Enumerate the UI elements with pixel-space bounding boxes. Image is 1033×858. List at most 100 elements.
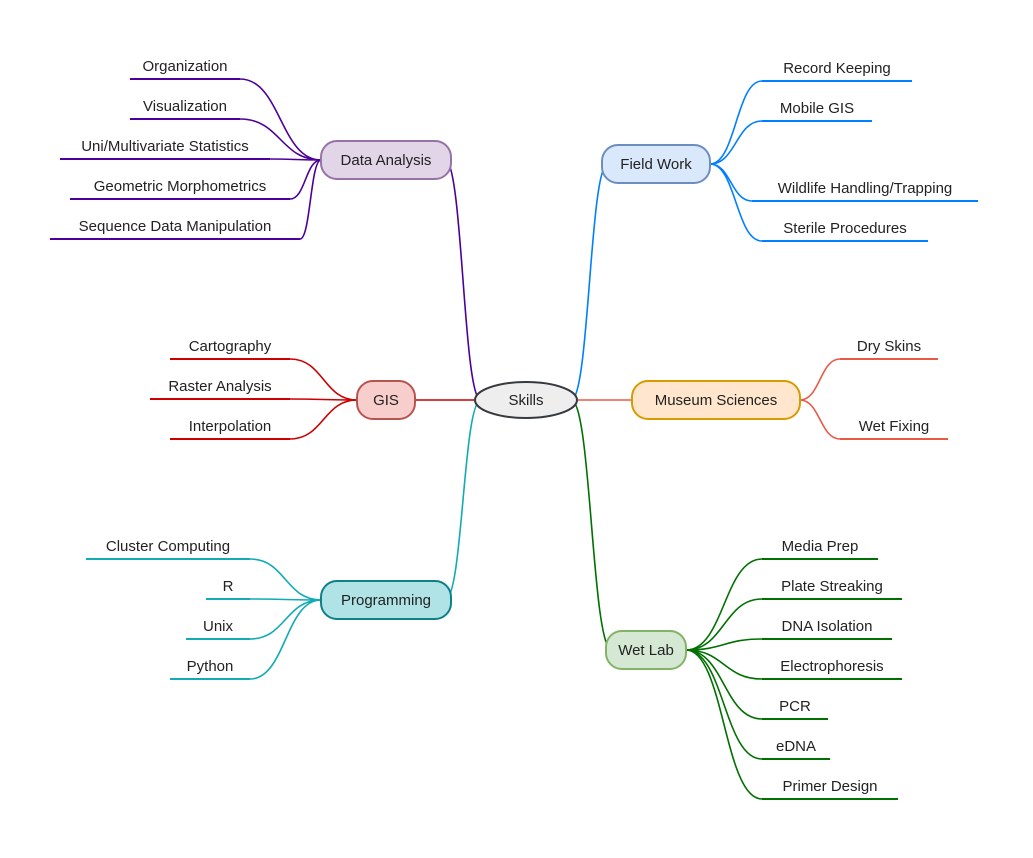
edge-programming-to-r [249, 598, 322, 601]
leaf-label: Cluster Computing [106, 538, 230, 555]
leaf-record-keeping[interactable]: Record Keeping [762, 60, 912, 82]
leaf-label: Visualization [143, 98, 227, 115]
node-museum-sciences[interactable]: Museum Sciences [631, 380, 801, 420]
leaf-label: PCR [779, 698, 811, 715]
node-shape [320, 580, 452, 620]
root-label: Skills [508, 392, 543, 409]
leaf-mobile-gis[interactable]: Mobile GIS [762, 100, 872, 122]
leaf-label: Unix [203, 618, 234, 635]
edge-wet-lab-to-electrophoresis [685, 649, 763, 680]
root-shape [474, 381, 578, 419]
leaf-geometric-morphometrics[interactable]: Geometric Morphometrics [70, 178, 290, 200]
node-shape [356, 380, 416, 420]
edge-data-analysis-to-sequence-data-manipulation [299, 159, 322, 240]
node-data-analysis[interactable]: Data Analysis [320, 140, 452, 180]
leaf-interpolation[interactable]: Interpolation [170, 418, 290, 440]
edge-wet-lab-to-pcr [685, 649, 763, 720]
leaf-dna-isolation[interactable]: DNA Isolation [762, 618, 892, 640]
node-label: Museum Sciences [655, 392, 778, 409]
leaf-label: Electrophoresis [780, 658, 883, 675]
leaf-label: Plate Streaking [781, 578, 883, 595]
leaf-uni-multivariate-statistics[interactable]: Uni/Multivariate Statistics [60, 138, 270, 160]
edge-skills-to-programming [444, 399, 482, 601]
leaf-label: Mobile GIS [780, 100, 854, 117]
leaf-label: Wildlife Handling/Trapping [778, 180, 953, 197]
edge-skills-to-wet-lab [570, 399, 613, 651]
edge-skills-to-data-analysis [444, 159, 482, 401]
edge-field-work-to-record-keeping [709, 80, 763, 165]
leaf-label: Interpolation [189, 418, 272, 435]
node-shape [605, 630, 687, 670]
node-label: Wet Lab [618, 642, 674, 659]
leaf-label: Media Prep [782, 538, 859, 555]
leaf-organization[interactable]: Organization [130, 58, 240, 80]
edge-field-work-to-mobile-gis [709, 120, 763, 165]
node-root-skills[interactable]: Skills [474, 381, 578, 419]
leaf-sequence-data-manipulation[interactable]: Sequence Data Manipulation [50, 218, 300, 240]
leaf-label: Record Keeping [783, 60, 891, 77]
edge-gis-to-interpolation [289, 399, 358, 440]
edge-gis-to-raster-analysis [289, 398, 358, 401]
edge-museum-sciences-to-dry-skins [799, 358, 841, 401]
leaf-plate-streaking[interactable]: Plate Streaking [762, 578, 902, 600]
edge-data-analysis-to-organization [239, 78, 322, 161]
edge-wet-lab-to-primer-design [685, 649, 763, 800]
edge-wet-lab-to-media-prep [685, 558, 763, 651]
leaf-unix[interactable]: Unix [186, 618, 250, 640]
leaf-label: Primer Design [782, 778, 877, 795]
leaf-wildlife-handling-trapping[interactable]: Wildlife Handling/Trapping [752, 180, 978, 202]
edge-gis-to-cartography [289, 358, 358, 401]
leaf-electrophoresis[interactable]: Electrophoresis [762, 658, 902, 680]
edge-data-analysis-to-uni-multivariate-statistics [269, 158, 322, 161]
leaf-pcr[interactable]: PCR [762, 698, 828, 720]
edge-wet-lab-to-dna-isolation [685, 638, 763, 651]
edge-skills-to-field-work [570, 163, 609, 401]
node-programming[interactable]: Programming [320, 580, 452, 620]
leaf-media-prep[interactable]: Media Prep [762, 538, 878, 560]
leaf-raster-analysis[interactable]: Raster Analysis [150, 378, 290, 400]
node-wet-lab[interactable]: Wet Lab [605, 630, 687, 670]
edge-data-analysis-to-visualization [239, 118, 322, 161]
leaf-dry-skins[interactable]: Dry Skins [840, 338, 938, 360]
node-gis[interactable]: GIS [356, 380, 416, 420]
edge-data-analysis-to-geometric-morphometrics [289, 159, 322, 200]
node-label: Data Analysis [341, 152, 432, 169]
edge-wet-lab-to-plate-streaking [685, 598, 763, 651]
leaf-label: DNA Isolation [782, 618, 873, 635]
edge-programming-to-cluster-computing [249, 558, 322, 601]
leaf-label: Sterile Procedures [783, 220, 906, 237]
leaf-label: Dry Skins [857, 338, 921, 355]
edge-field-work-to-sterile-procedures [709, 163, 763, 242]
leaf-label: Raster Analysis [168, 378, 271, 395]
edges-layer [239, 78, 841, 800]
leaf-primer-design[interactable]: Primer Design [762, 778, 898, 800]
leaf-label: eDNA [776, 738, 816, 755]
leaf-label: Cartography [189, 338, 272, 355]
node-field-work[interactable]: Field Work [601, 144, 711, 184]
leaf-python[interactable]: Python [170, 658, 250, 680]
leaf-label: Wet Fixing [859, 418, 930, 435]
leaf-cluster-computing[interactable]: Cluster Computing [86, 538, 250, 560]
leaf-label: Geometric Morphometrics [94, 178, 267, 195]
node-label: Programming [341, 592, 431, 609]
leaf-edna[interactable]: eDNA [762, 738, 830, 760]
node-shape [320, 140, 452, 180]
edge-field-work-to-wildlife-handling-trapping [709, 163, 753, 202]
leaf-label: Python [187, 658, 234, 675]
leaf-cartography[interactable]: Cartography [170, 338, 290, 360]
leaf-label: Sequence Data Manipulation [79, 218, 272, 235]
node-shape [631, 380, 801, 420]
leaf-wet-fixing[interactable]: Wet Fixing [840, 418, 948, 440]
edge-programming-to-unix [249, 599, 322, 640]
leaf-visualization[interactable]: Visualization [130, 98, 240, 120]
node-shape [601, 144, 711, 184]
node-label: Field Work [620, 156, 692, 173]
leaf-label: R [223, 578, 234, 595]
leaf-r[interactable]: R [206, 578, 250, 600]
leaf-label: Organization [142, 58, 227, 75]
edge-museum-sciences-to-wet-fixing [799, 399, 841, 440]
edge-programming-to-python [249, 599, 322, 680]
leaf-sterile-procedures[interactable]: Sterile Procedures [762, 220, 928, 242]
